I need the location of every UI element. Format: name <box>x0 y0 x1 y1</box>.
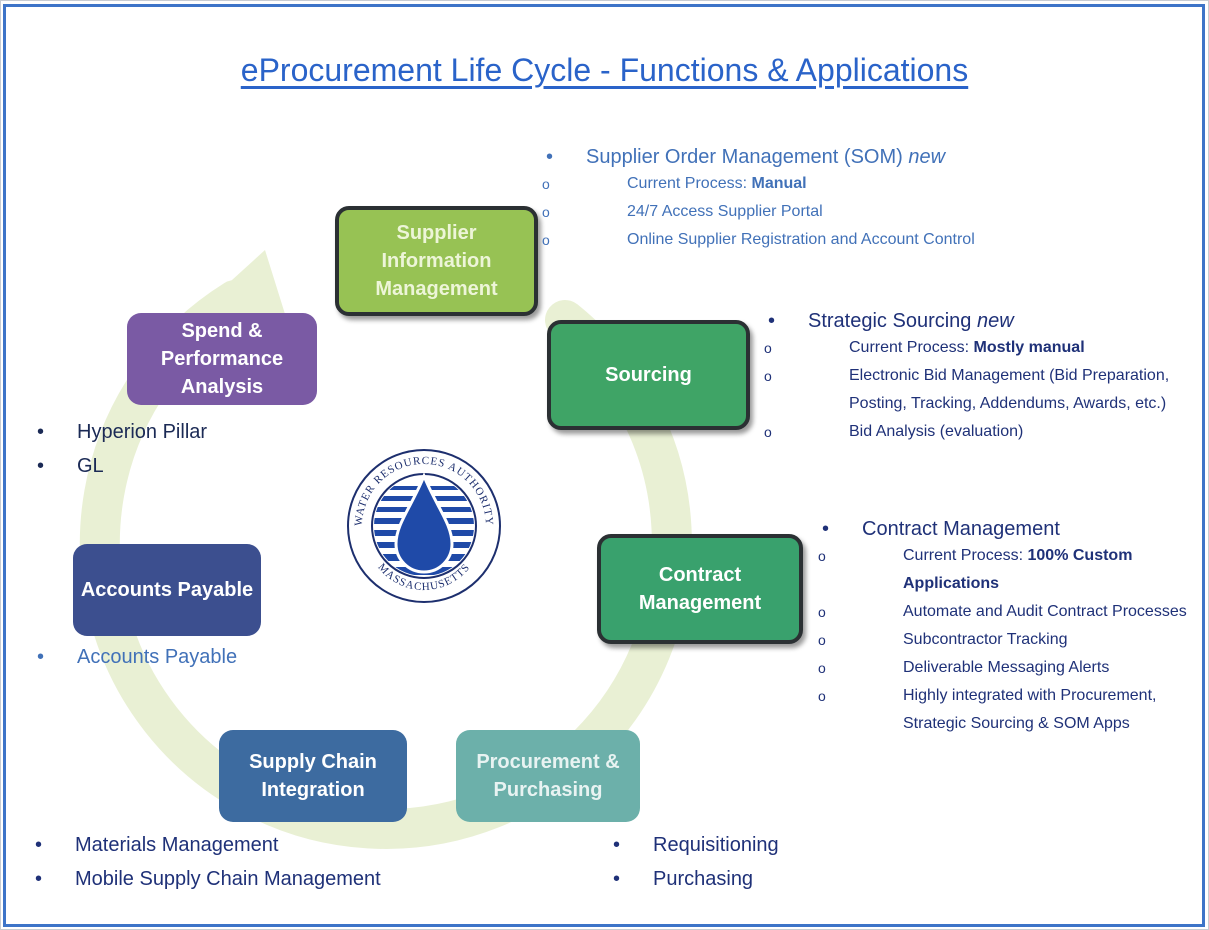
contract-management-list: Contract Management Current Process: 100… <box>818 516 1190 738</box>
spend-item-gl: GL <box>37 449 327 483</box>
supplier-information-management-box: Supplier Information Management <box>335 206 538 316</box>
strategic-current-process-item: Current Process: Mostly manual <box>764 334 1183 362</box>
procurement-purchasing-box: Procurement & Purchasing <box>456 730 640 822</box>
strategic-heading: Strategic Sourcing <box>808 310 972 332</box>
strategic-bid-management-item: Electronic Bid Management (Bid Preparati… <box>764 362 1183 418</box>
spend-item-hyperion: Hyperion Pillar <box>37 415 327 449</box>
supply-item-materials: Materials Management <box>35 828 495 862</box>
contract-automate-item: Automate and Audit Contract Processes <box>818 598 1190 626</box>
strategic-heading-item: Strategic Sourcing new <box>768 308 1183 334</box>
page-title: eProcurement Life Cycle - Functions & Ap… <box>240 52 969 88</box>
supply-chain-integration-box: Supply Chain Integration <box>219 730 407 822</box>
proc-item-purchasing: Purchasing <box>613 862 873 896</box>
spend-list: Hyperion Pillar GL <box>37 415 327 483</box>
accounts-payable-list: Accounts Payable <box>37 644 327 670</box>
strategic-bid-analysis-item: Bid Analysis (evaluation) <box>764 418 1183 446</box>
contract-current-label: Current Process: <box>903 547 1024 564</box>
som-registration-item: Online Supplier Registration and Account… <box>542 226 1056 254</box>
som-new-tag: new <box>908 146 946 168</box>
strategic-current-label: Current Process: <box>849 339 970 356</box>
supply-chain-list: Materials Management Mobile Supply Chain… <box>35 828 495 896</box>
som-current-value: Manual <box>751 175 807 192</box>
proc-item-requisitioning: Requisitioning <box>613 828 873 862</box>
procurement-list: Requisitioning Purchasing <box>613 828 873 896</box>
contract-integrated-item: Highly integrated with Procurement, Stra… <box>818 682 1190 738</box>
contract-management-box: Contract Management <box>597 534 803 644</box>
contract-subcontractor-item: Subcontractor Tracking <box>818 626 1190 654</box>
contract-current-process-item: Current Process: 100% Custom Application… <box>818 542 1190 598</box>
sourcing-box: Sourcing <box>547 320 750 430</box>
strategic-new-tag: new <box>976 310 1014 332</box>
mwra-seal-logo: WATER RESOURCES AUTHORITY MASSACHUSETTS <box>347 449 501 603</box>
som-current-label: Current Process: <box>627 175 748 192</box>
som-heading-item: Supplier Order Management (SOM) new <box>546 144 1056 170</box>
strategic-sourcing-list: Strategic Sourcing new Current Process: … <box>764 308 1183 446</box>
accounts-payable-box: Accounts Payable <box>73 544 261 636</box>
contract-heading-item: Contract Management <box>822 516 1190 542</box>
som-heading: Supplier Order Management (SOM) <box>586 146 903 168</box>
ap-item-accounts-payable: Accounts Payable <box>37 644 327 670</box>
som-current-process-item: Current Process: Manual <box>542 170 1056 198</box>
spend-performance-analysis-box: Spend & Performance Analysis <box>127 313 317 405</box>
supply-item-mobile: Mobile Supply Chain Management <box>35 862 495 896</box>
som-list: Supplier Order Management (SOM) new Curr… <box>542 144 1056 254</box>
som-portal-item: 24/7 Access Supplier Portal <box>542 198 1056 226</box>
strategic-current-value: Mostly manual <box>973 339 1085 356</box>
contract-messaging-item: Deliverable Messaging Alerts <box>818 654 1190 682</box>
contract-current-value: 100% Custom Applications <box>903 547 1133 592</box>
